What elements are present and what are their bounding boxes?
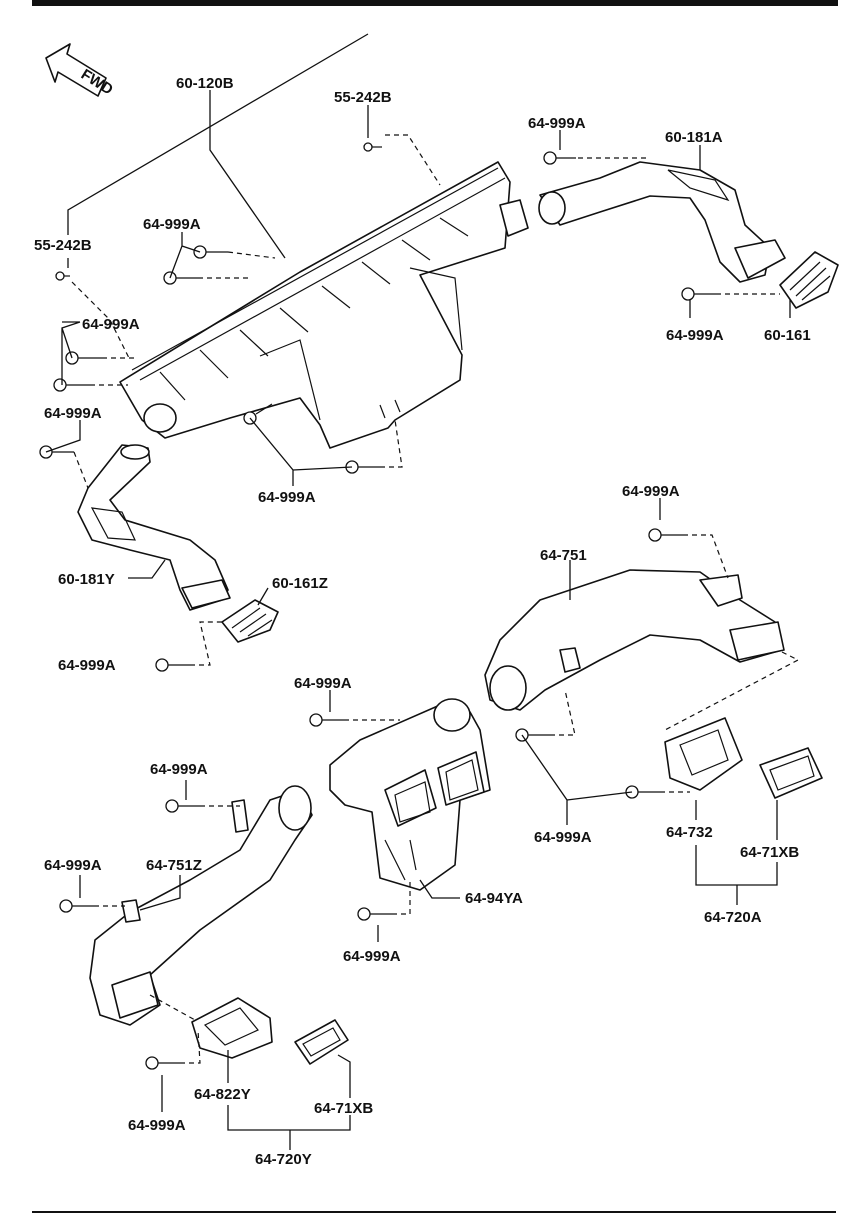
label-64-999A-bottom: 64-999A: [128, 1117, 186, 1134]
label-64-999A-center: 64-999A: [258, 489, 316, 506]
leader-lines: [45, 33, 791, 1150]
label-64-999A-left1: 64-999A: [82, 316, 140, 333]
label-64-822Y: 64-822Y: [194, 1086, 251, 1103]
label-64-999A-right2: 64-999A: [622, 483, 680, 500]
screw-icon: [55, 271, 70, 281]
label-64-999A-left3: 64-999A: [58, 657, 116, 674]
label-64-999A-right-mid: 64-999A: [666, 327, 724, 344]
vent-60-161: [779, 251, 839, 309]
screw-icon: [163, 271, 198, 285]
duct-60-181A: [538, 161, 786, 283]
label-64-999A-center-low: 64-999A: [343, 948, 401, 965]
main-duct-assembly-60-120B: [119, 161, 529, 449]
label-64-751: 64-751: [540, 547, 587, 564]
top-border-bar: [32, 0, 838, 6]
screw-icon: [165, 799, 200, 813]
label-64-999A-right3: 64-999A: [534, 829, 592, 846]
label-60-161Z: 60-161Z: [272, 575, 328, 592]
duct-64-751Z: [89, 785, 313, 1026]
screw-icon: [53, 378, 90, 392]
label-60-120B: 60-120B: [176, 75, 234, 92]
vent-64-71XB-lower: [294, 1019, 349, 1065]
label-60-161: 60-161: [764, 327, 811, 344]
dashed-guides: [71, 134, 800, 1064]
label-60-181Y: 60-181Y: [58, 571, 115, 588]
label-60-181A: 60-181A: [665, 129, 723, 146]
screw-icon: [648, 528, 683, 542]
label-64-999A-mid-left: 64-999A: [150, 761, 208, 778]
fwd-arrow-icon: FWD: [45, 43, 116, 99]
label-64-71XB-right: 64-71XB: [740, 844, 799, 861]
label-64-999A-topright: 64-999A: [528, 115, 586, 132]
part-labels: 60-120B 55-242B 64-999A 60-181A 55-242B …: [34, 75, 811, 1168]
screw-icon: [145, 1056, 180, 1070]
duct-60-181Y: [77, 444, 231, 611]
screw-icon: [357, 907, 392, 921]
label-64-94YA: 64-94YA: [465, 890, 523, 907]
screw-icons: [39, 142, 716, 1070]
screw-icon: [363, 142, 382, 152]
label-64-720A: 64-720A: [704, 909, 762, 926]
adapter-64-732: [664, 717, 743, 791]
screw-icon: [309, 713, 344, 727]
screw-icon: [543, 151, 576, 165]
vent-60-161Z: [221, 599, 279, 643]
label-64-999A-left4: 64-999A: [44, 857, 102, 874]
screw-icon: [155, 658, 190, 672]
adapter-64-822Y: [191, 997, 273, 1059]
label-64-71XB-low: 64-71XB: [314, 1100, 373, 1117]
label-64-999A-mid: 64-999A: [294, 675, 352, 692]
vent-64-71XB-right: [759, 747, 823, 799]
duct-64-751: [484, 569, 785, 711]
label-64-751Z: 64-751Z: [146, 857, 202, 874]
label-55-242B-left: 55-242B: [34, 237, 92, 254]
label-64-720Y: 64-720Y: [255, 1151, 312, 1168]
label-55-242B-top: 55-242B: [334, 89, 392, 106]
label-64-999A-left2: 64-999A: [44, 405, 102, 422]
screw-icon: [59, 899, 94, 913]
label-64-732: 64-732: [666, 824, 713, 841]
screw-icon: [515, 728, 550, 742]
center-vent-unit-64-94YA: [329, 698, 491, 891]
screw-icon: [681, 287, 716, 301]
label-64-999A-upper: 64-999A: [143, 216, 201, 233]
